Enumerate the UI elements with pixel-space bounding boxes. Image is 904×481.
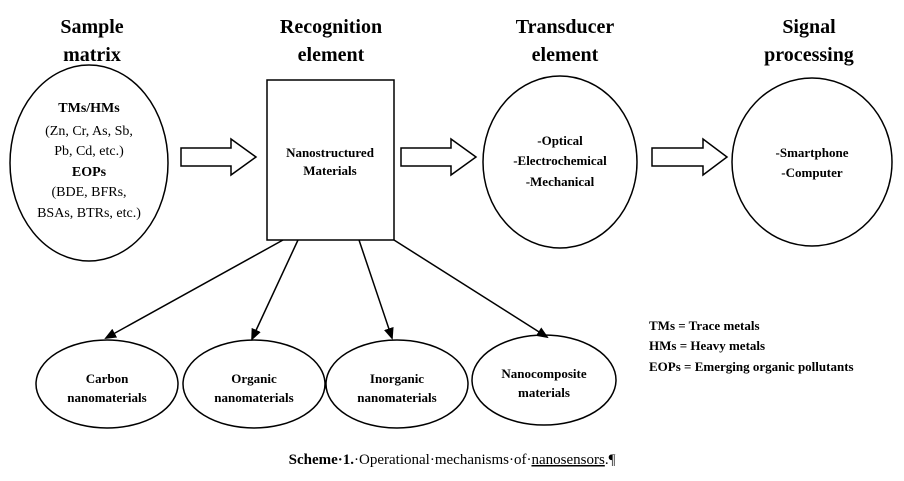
branch-arrow-inorganic <box>358 239 394 340</box>
signal-processing-circle <box>731 77 893 247</box>
legend-eops: EOPs = Emerging organic pollutants <box>649 359 854 374</box>
branch-arrow-carbon <box>104 239 284 339</box>
organic-line2: nanomaterials <box>214 390 293 405</box>
figure-caption: Scheme·1.·Operational·mechanisms·of·nano… <box>289 452 616 468</box>
recognition-box-line1: Nanostructured <box>286 145 375 160</box>
recognition-box-line2: Materials <box>303 163 356 178</box>
inorganic-line1: Inorganic <box>370 371 424 386</box>
branch-arrow-nanocomposite <box>393 239 549 339</box>
signal-smartphone: -Smartphone <box>776 145 849 160</box>
header-sample-line1: Sample <box>60 16 123 38</box>
recognition-element-box <box>266 79 395 241</box>
header-transducer-line2: element <box>532 44 599 66</box>
header-signal-processing: Signal processing <box>764 16 854 66</box>
transducer-optical: -Optical <box>537 133 583 148</box>
flow-arrow-1 <box>180 137 258 177</box>
header-recognition-line2: element <box>298 44 365 66</box>
organic-line1: Organic <box>231 371 277 386</box>
transducer-circle <box>482 75 638 249</box>
sample-eops-list-1: (BDE, BFRs, <box>51 185 126 200</box>
sample-tms-hms-label: TMs/HMs <box>58 101 120 116</box>
header-recognition-element: Recognition element <box>280 16 382 66</box>
header-sample-line2: matrix <box>63 44 121 66</box>
legend-hms: HMs = Heavy metals <box>649 338 765 353</box>
carbon-line2: nanomaterials <box>67 390 146 405</box>
sample-metals-list-1: (Zn, Cr, As, Sb, <box>45 124 133 139</box>
transducer-electrochemical: -Electrochemical <box>513 153 607 168</box>
flow-arrow-3 <box>651 137 729 177</box>
abbreviation-legend: TMs = Trace metals HMs = Heavy metals EO… <box>649 318 854 374</box>
sample-eops-list-2: BSAs, BTRs, etc.) <box>37 206 141 221</box>
sample-metals-list-2: Pb, Cd, etc.) <box>54 144 124 159</box>
header-recognition-line1: Recognition <box>280 16 382 38</box>
nanocomposite-line2: materials <box>518 385 570 400</box>
caption-word: nanosensors <box>531 452 604 468</box>
carbon-nanomaterials-ellipse <box>35 339 179 429</box>
header-signal-line1: Signal <box>782 16 836 38</box>
flow-arrow-2 <box>400 137 478 177</box>
inorganic-line2: nanomaterials <box>357 390 436 405</box>
caption-text: ·Operational·mechanisms·of· <box>354 452 531 468</box>
branch-arrow-organic <box>251 239 299 341</box>
header-sample-matrix: Sample matrix <box>60 16 123 66</box>
nanocomposite-materials-ellipse <box>471 334 617 426</box>
caption-label: Scheme·1. <box>289 452 355 468</box>
header-signal-line2: processing <box>764 44 854 66</box>
legend-tms: TMs = Trace metals <box>649 318 760 333</box>
header-transducer-line1: Transducer <box>516 16 615 38</box>
header-transducer-element: Transducer element <box>516 16 615 66</box>
inorganic-nanomaterials-ellipse <box>325 339 469 429</box>
carbon-line1: Carbon <box>86 371 129 386</box>
transducer-mechanical: -Mechanical <box>526 174 595 189</box>
sample-matrix-circle <box>9 64 169 262</box>
organic-nanomaterials-ellipse <box>182 339 326 429</box>
sample-eops-label: EOPs <box>72 165 107 180</box>
caption-end: .¶ <box>605 452 616 468</box>
signal-computer: -Computer <box>781 165 843 180</box>
nanocomposite-line1: Nanocomposite <box>501 366 586 381</box>
